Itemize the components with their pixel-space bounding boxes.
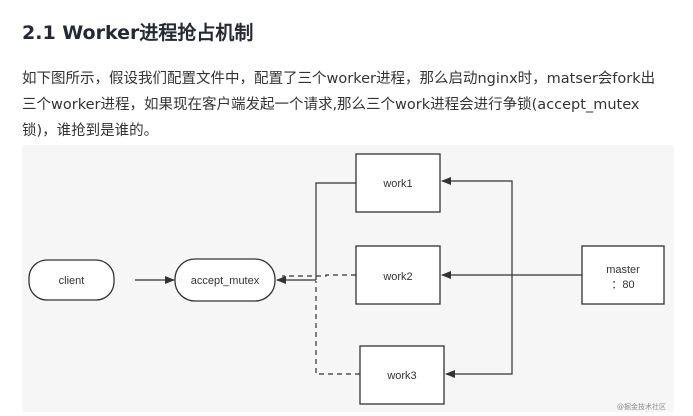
master-to-work3-arrow — [445, 275, 513, 378]
master-label-line1: master — [606, 264, 640, 276]
paragraph-line-1: 如下图所示，假设我们配置文件中，配置了三个worker进程，那么启动nginx时… — [22, 71, 656, 87]
paragraph-line-3: 锁)，谁抢到是谁的。 — [22, 123, 159, 139]
description-paragraph: 如下图所示，假设我们配置文件中，配置了三个worker进程，那么启动nginx时… — [22, 66, 674, 144]
work1-to-mutex-connector — [315, 182, 356, 280]
master-to-work1-arrow — [441, 177, 513, 275]
section-heading: 2.1 Worker进程抢占机制 — [22, 22, 254, 44]
work3-to-mutex-connector-dashed — [315, 281, 360, 375]
work2-node — [355, 245, 441, 305]
work2-to-mutex-connector-dashed — [282, 274, 356, 277]
work3-label: work3 — [386, 370, 416, 382]
master-label-line2: ：80 — [611, 279, 634, 291]
client-node — [28, 259, 115, 301]
work3-node — [359, 345, 445, 405]
watermark: @掘金技术社区 — [617, 402, 666, 411]
diagram-canvas: client accept_mutex work1 work2 work3 ma… — [28, 153, 666, 411]
master-node — [581, 245, 665, 305]
work1-label: work1 — [382, 178, 412, 190]
paragraph-line-2: 三个worker进程，如果现在客户端发起一个请求,那么三个work进程会进行争锁… — [22, 97, 640, 113]
accept-mutex-label: accept_mutex — [191, 275, 260, 287]
work2-label: work2 — [382, 271, 412, 283]
work1-node — [355, 153, 441, 213]
client-label: client — [59, 275, 85, 287]
accept-mutex-node — [174, 258, 276, 302]
worker-diagram: client accept_mutex work1 work2 work3 ma… — [22, 145, 674, 412]
